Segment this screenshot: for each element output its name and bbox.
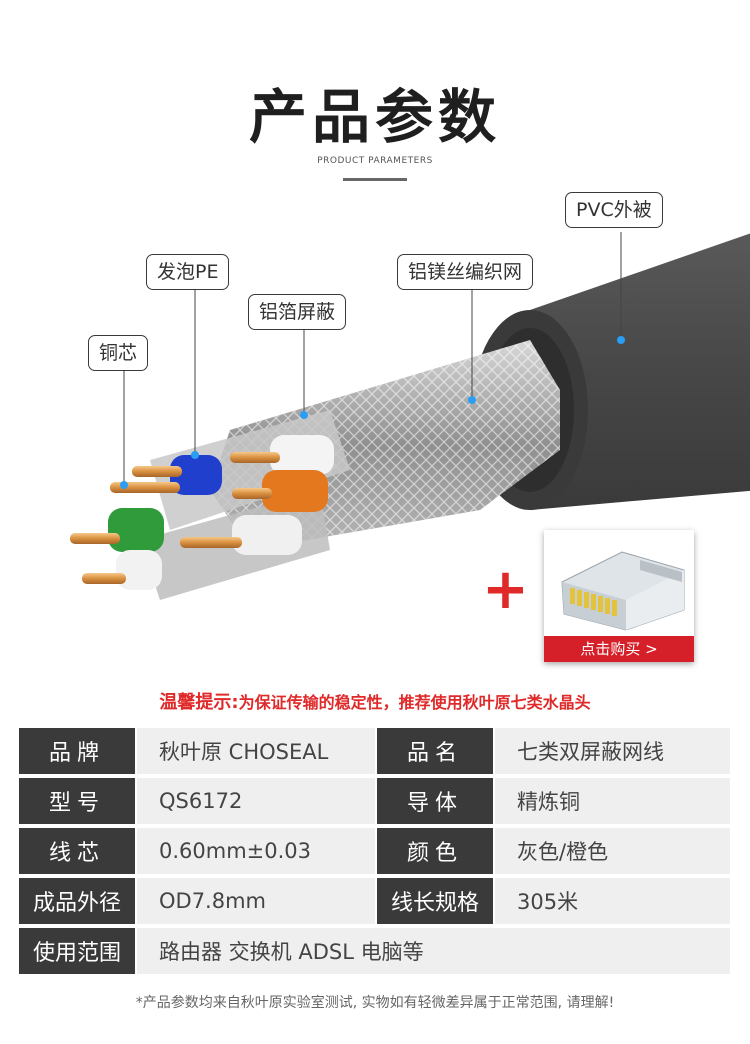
copper-core-3 — [230, 452, 280, 463]
spec-value-product-name: 七类双屏蔽网线 — [495, 728, 730, 774]
connector-promo-card[interactable]: 点击购买 > — [544, 530, 694, 662]
copper-core-6 — [180, 537, 242, 548]
spec-label-model: 型号 — [19, 778, 135, 824]
core-pointer-dot — [120, 481, 128, 489]
spec-label-usage: 使用范围 — [19, 928, 135, 974]
copper-core-7 — [82, 573, 126, 584]
gold-pins — [570, 588, 617, 616]
warm-tip-text: 为保证传输的稳定性，推荐使用秋叶原七类水晶头 — [238, 693, 591, 712]
spec-row: 使用范围 路由器 交换机 ADSL 电脑等 — [19, 928, 730, 974]
spec-label-core: 线芯 — [19, 828, 135, 874]
spec-row: 成品外径 OD7.8mm 线长规格 305米 — [19, 878, 730, 924]
spec-row: 品牌 秋叶原 CHOSEAL 品名 七类双屏蔽网线 — [19, 728, 730, 774]
white-insulation-low — [116, 550, 162, 590]
plus-icon: + — [482, 557, 529, 622]
pvc-pointer-dot — [617, 336, 625, 344]
foam-pointer-dot — [191, 451, 199, 459]
page-subtitle: PRODUCT PARAMETERS — [317, 156, 433, 166]
spec-value-color: 灰色/橙色 — [495, 828, 730, 874]
page-title: 产品参数 — [248, 83, 501, 151]
callout-copper-core: 铜芯 — [88, 335, 149, 371]
copper-core-5 — [70, 533, 120, 544]
callout-foam-pe: 发泡PE — [146, 254, 230, 290]
spec-value-core: 0.60mm±0.03 — [137, 828, 375, 874]
spec-value-diameter: OD7.8mm — [137, 878, 375, 924]
spec-label-length: 线长规格 — [377, 878, 493, 924]
callout-pvc-jacket: PVC外被 — [565, 192, 663, 228]
cable-illustration — [0, 190, 750, 670]
green-insulation — [108, 508, 164, 552]
spec-value-model: QS6172 — [137, 778, 375, 824]
cable-cross-section-image — [70, 232, 750, 600]
foil-pointer-dot — [300, 411, 308, 419]
subtitle-underline — [343, 178, 407, 181]
copper-core-4 — [232, 488, 272, 499]
spec-value-length: 305米 — [495, 878, 730, 924]
spec-row: 线芯 0.60mm±0.03 颜色 灰色/橙色 — [19, 828, 730, 874]
spec-label-color: 颜色 — [377, 828, 493, 874]
spec-value-conductor: 精炼铜 — [495, 778, 730, 824]
callout-braid: 铝镁丝编织网 — [397, 254, 534, 290]
warm-tip: 温馨提示:为保证传输的稳定性，推荐使用秋叶原七类水晶头 — [0, 688, 750, 714]
copper-core-2 — [132, 466, 182, 477]
buy-now-button[interactable]: 点击购买 > — [544, 636, 694, 662]
callout-foil: 铝箔屏蔽 — [248, 294, 347, 330]
orange-insulation — [262, 470, 328, 512]
footnote: *产品参数均来自秋叶原实验室测试, 实物如有轻微差异属于正常范围, 请理解! — [135, 995, 615, 1011]
spec-label-brand: 品牌 — [19, 728, 135, 774]
braid-pointer-dot — [468, 396, 476, 404]
white-insulation-top — [270, 435, 334, 475]
spec-label-product-name: 品名 — [377, 728, 493, 774]
rj45-connector-image — [561, 551, 685, 631]
white-insulation-mid — [232, 515, 302, 555]
spec-table: 品牌 秋叶原 CHOSEAL 品名 七类双屏蔽网线 型号 QS6172 导体 精… — [19, 728, 730, 978]
spec-label-conductor: 导体 — [377, 778, 493, 824]
spec-row: 型号 QS6172 导体 精炼铜 — [19, 778, 730, 824]
spec-value-brand: 秋叶原 CHOSEAL — [137, 728, 375, 774]
blue-insulation — [170, 455, 222, 495]
warm-tip-lead: 温馨提示: — [159, 692, 239, 713]
spec-value-usage: 路由器 交换机 ADSL 电脑等 — [137, 928, 730, 974]
spec-label-diameter: 成品外径 — [19, 878, 135, 924]
